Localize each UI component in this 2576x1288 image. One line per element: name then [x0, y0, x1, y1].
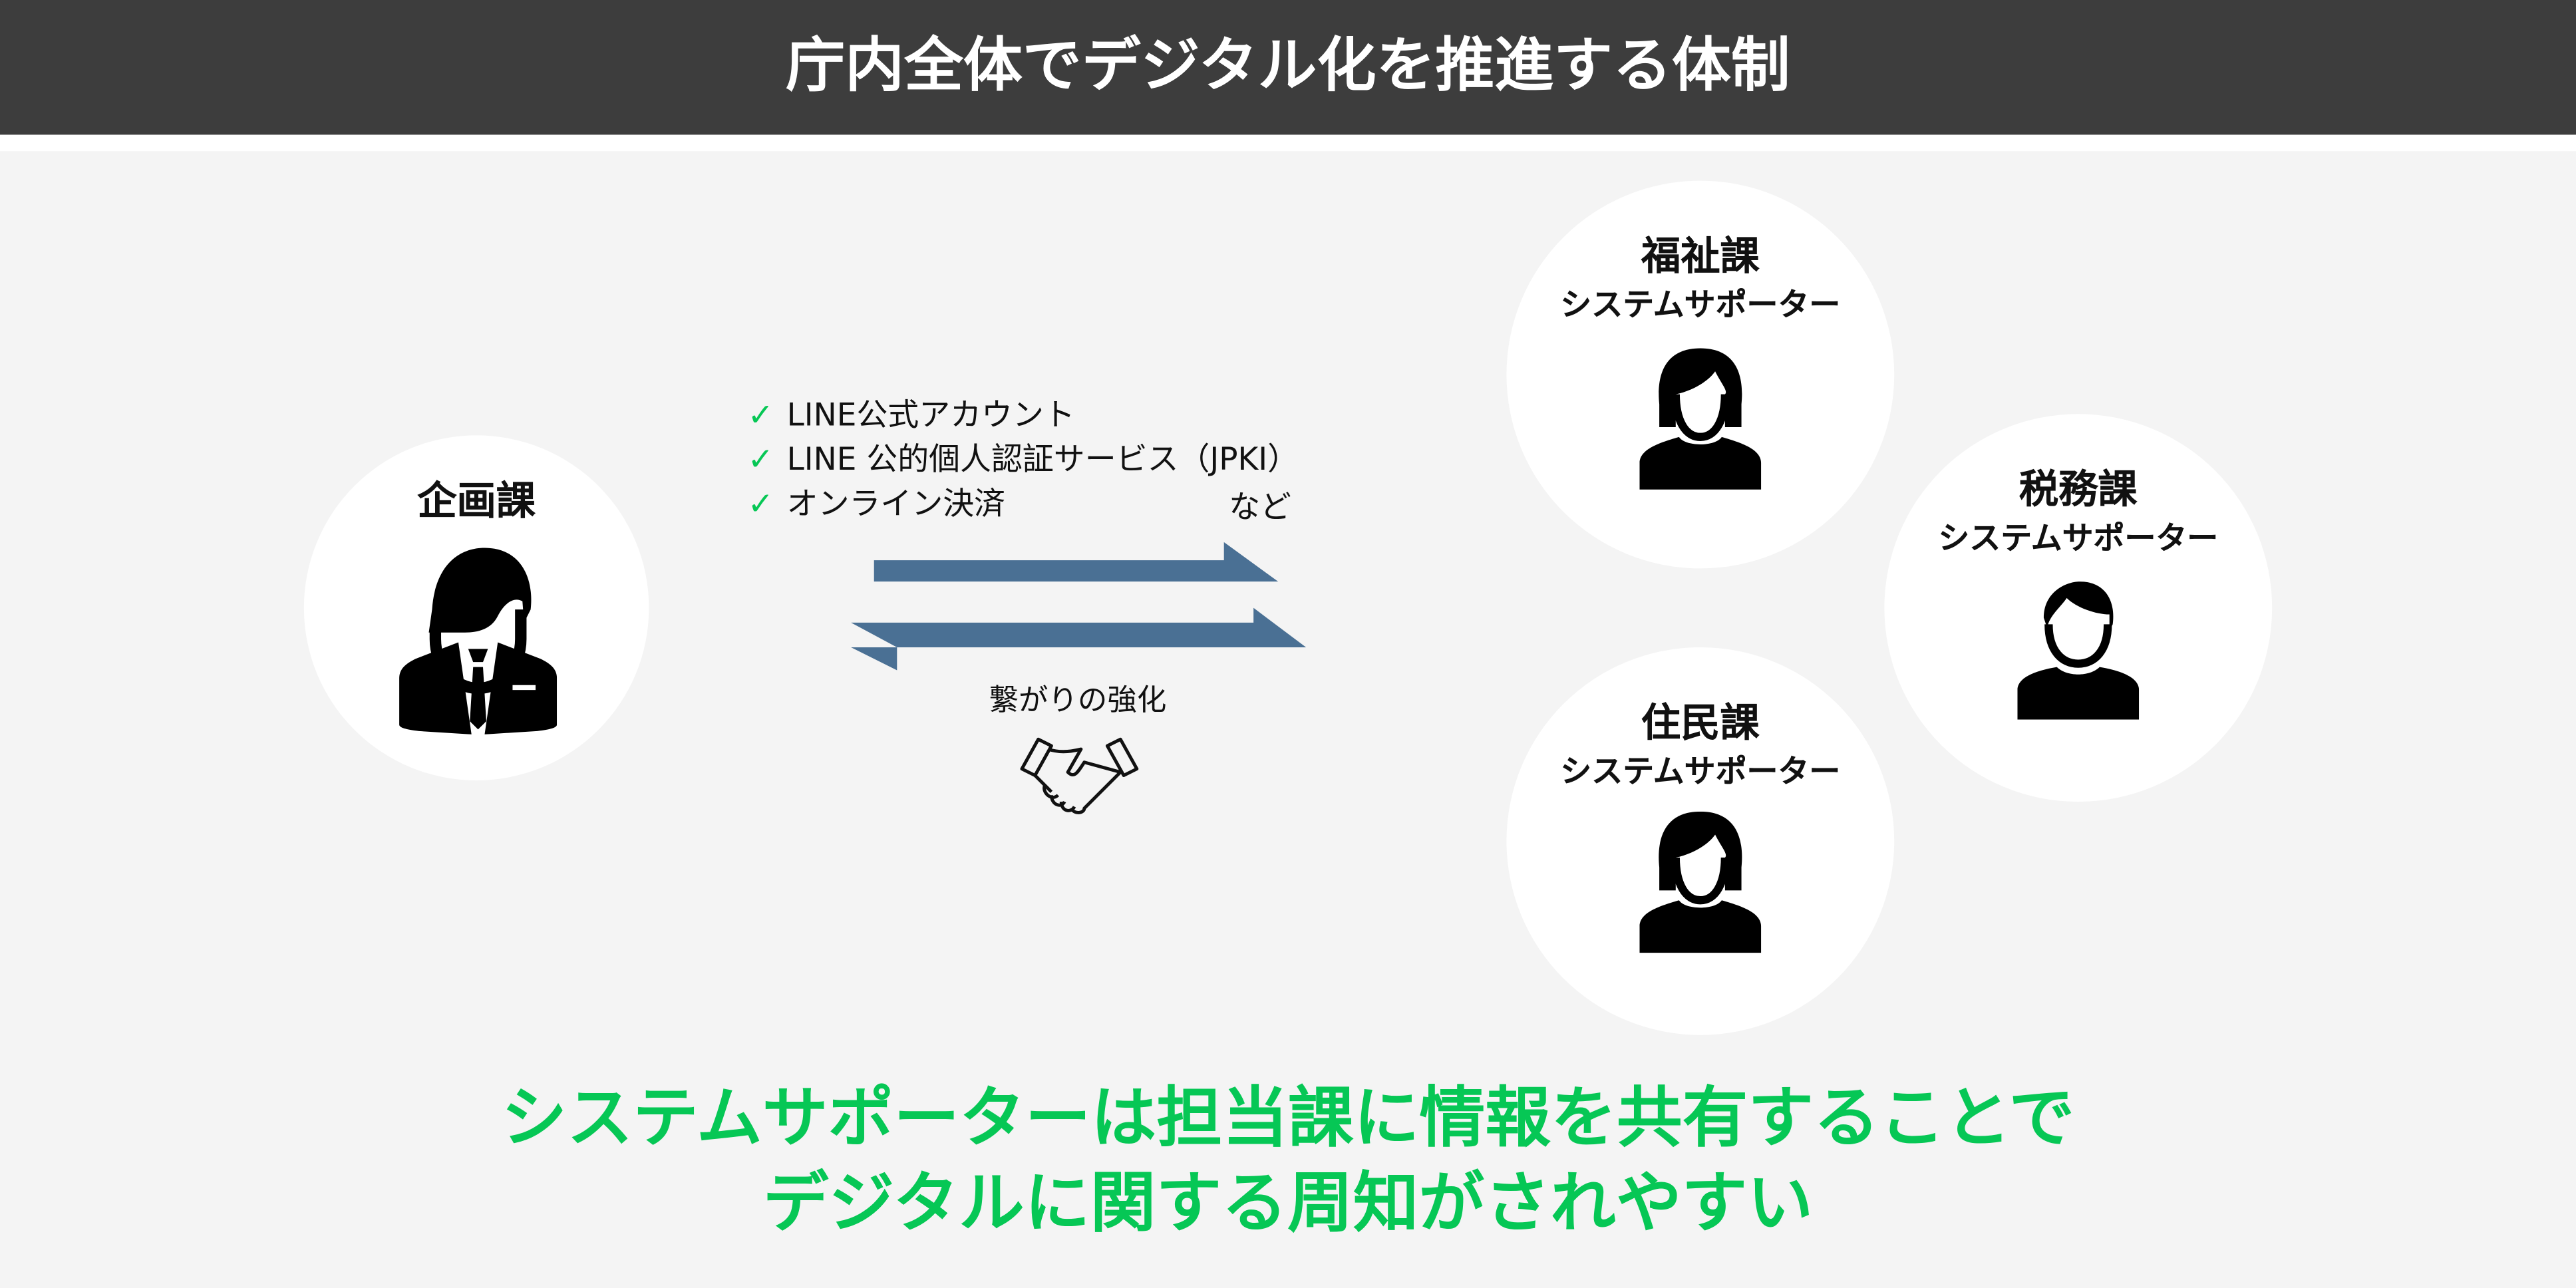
arrow-exchange: [851, 607, 1307, 671]
service-label: LINE公式アカウント: [786, 397, 1075, 434]
handshake-icon: [1020, 737, 1139, 814]
woman-icon: [1639, 348, 1762, 490]
dept-name: 住民課: [1641, 699, 1760, 746]
resident-dept-circle: 住民課 システムサポーター: [1506, 647, 1895, 1035]
service-item: ✓ オンライン決済: [748, 483, 1299, 528]
service-list: ✓ LINE公式アカウント ✓ LINE 公的個人認証サービス（JPKI） ✓ オンラ…: [748, 395, 1299, 528]
message-line-2: デジタルに関する周知がされやすい: [762, 1166, 1814, 1242]
service-item: ✓ LINE 公的個人認証サービス（JPKI）: [748, 438, 1299, 483]
check-icon: ✓: [747, 397, 774, 434]
dept-name: 福祉課: [1641, 233, 1760, 279]
businessman-icon: [399, 548, 558, 734]
woman-icon: [1639, 811, 1762, 953]
exchange-arrows: [851, 542, 1307, 671]
connection-label: 繋がりの強化: [989, 683, 1167, 719]
planning-dept-circle: 企画課: [303, 435, 649, 780]
role-label: システムサポーター: [1560, 287, 1841, 324]
page-title: 庁内全体でデジタル化を推進する体制: [0, 0, 2576, 135]
man-icon: [2017, 581, 2140, 720]
service-label: LINE 公的個人認証サービス（JPKI）: [786, 442, 1299, 478]
check-icon: ✓: [747, 486, 774, 523]
check-icon: ✓: [747, 442, 774, 478]
dept-name: 税務課: [2018, 466, 2138, 513]
tax-dept-circle: 税務課 システムサポーター: [1884, 414, 2273, 802]
dept-name: 企画課: [417, 478, 536, 524]
service-item: ✓ LINE公式アカウント: [748, 395, 1299, 439]
etc-label: など: [1229, 489, 1291, 526]
role-label: システムサポーター: [1938, 520, 2219, 558]
welfare-dept-circle: 福祉課 システムサポーター: [1506, 180, 1895, 569]
divider: [0, 134, 2576, 152]
service-label: オンライン決済: [786, 486, 1006, 523]
role-label: システムサポーター: [1560, 754, 1841, 790]
message-line-1: システムサポーターは担当課に情報を共有することで: [501, 1080, 2075, 1157]
arrow-right: [874, 542, 1279, 582]
